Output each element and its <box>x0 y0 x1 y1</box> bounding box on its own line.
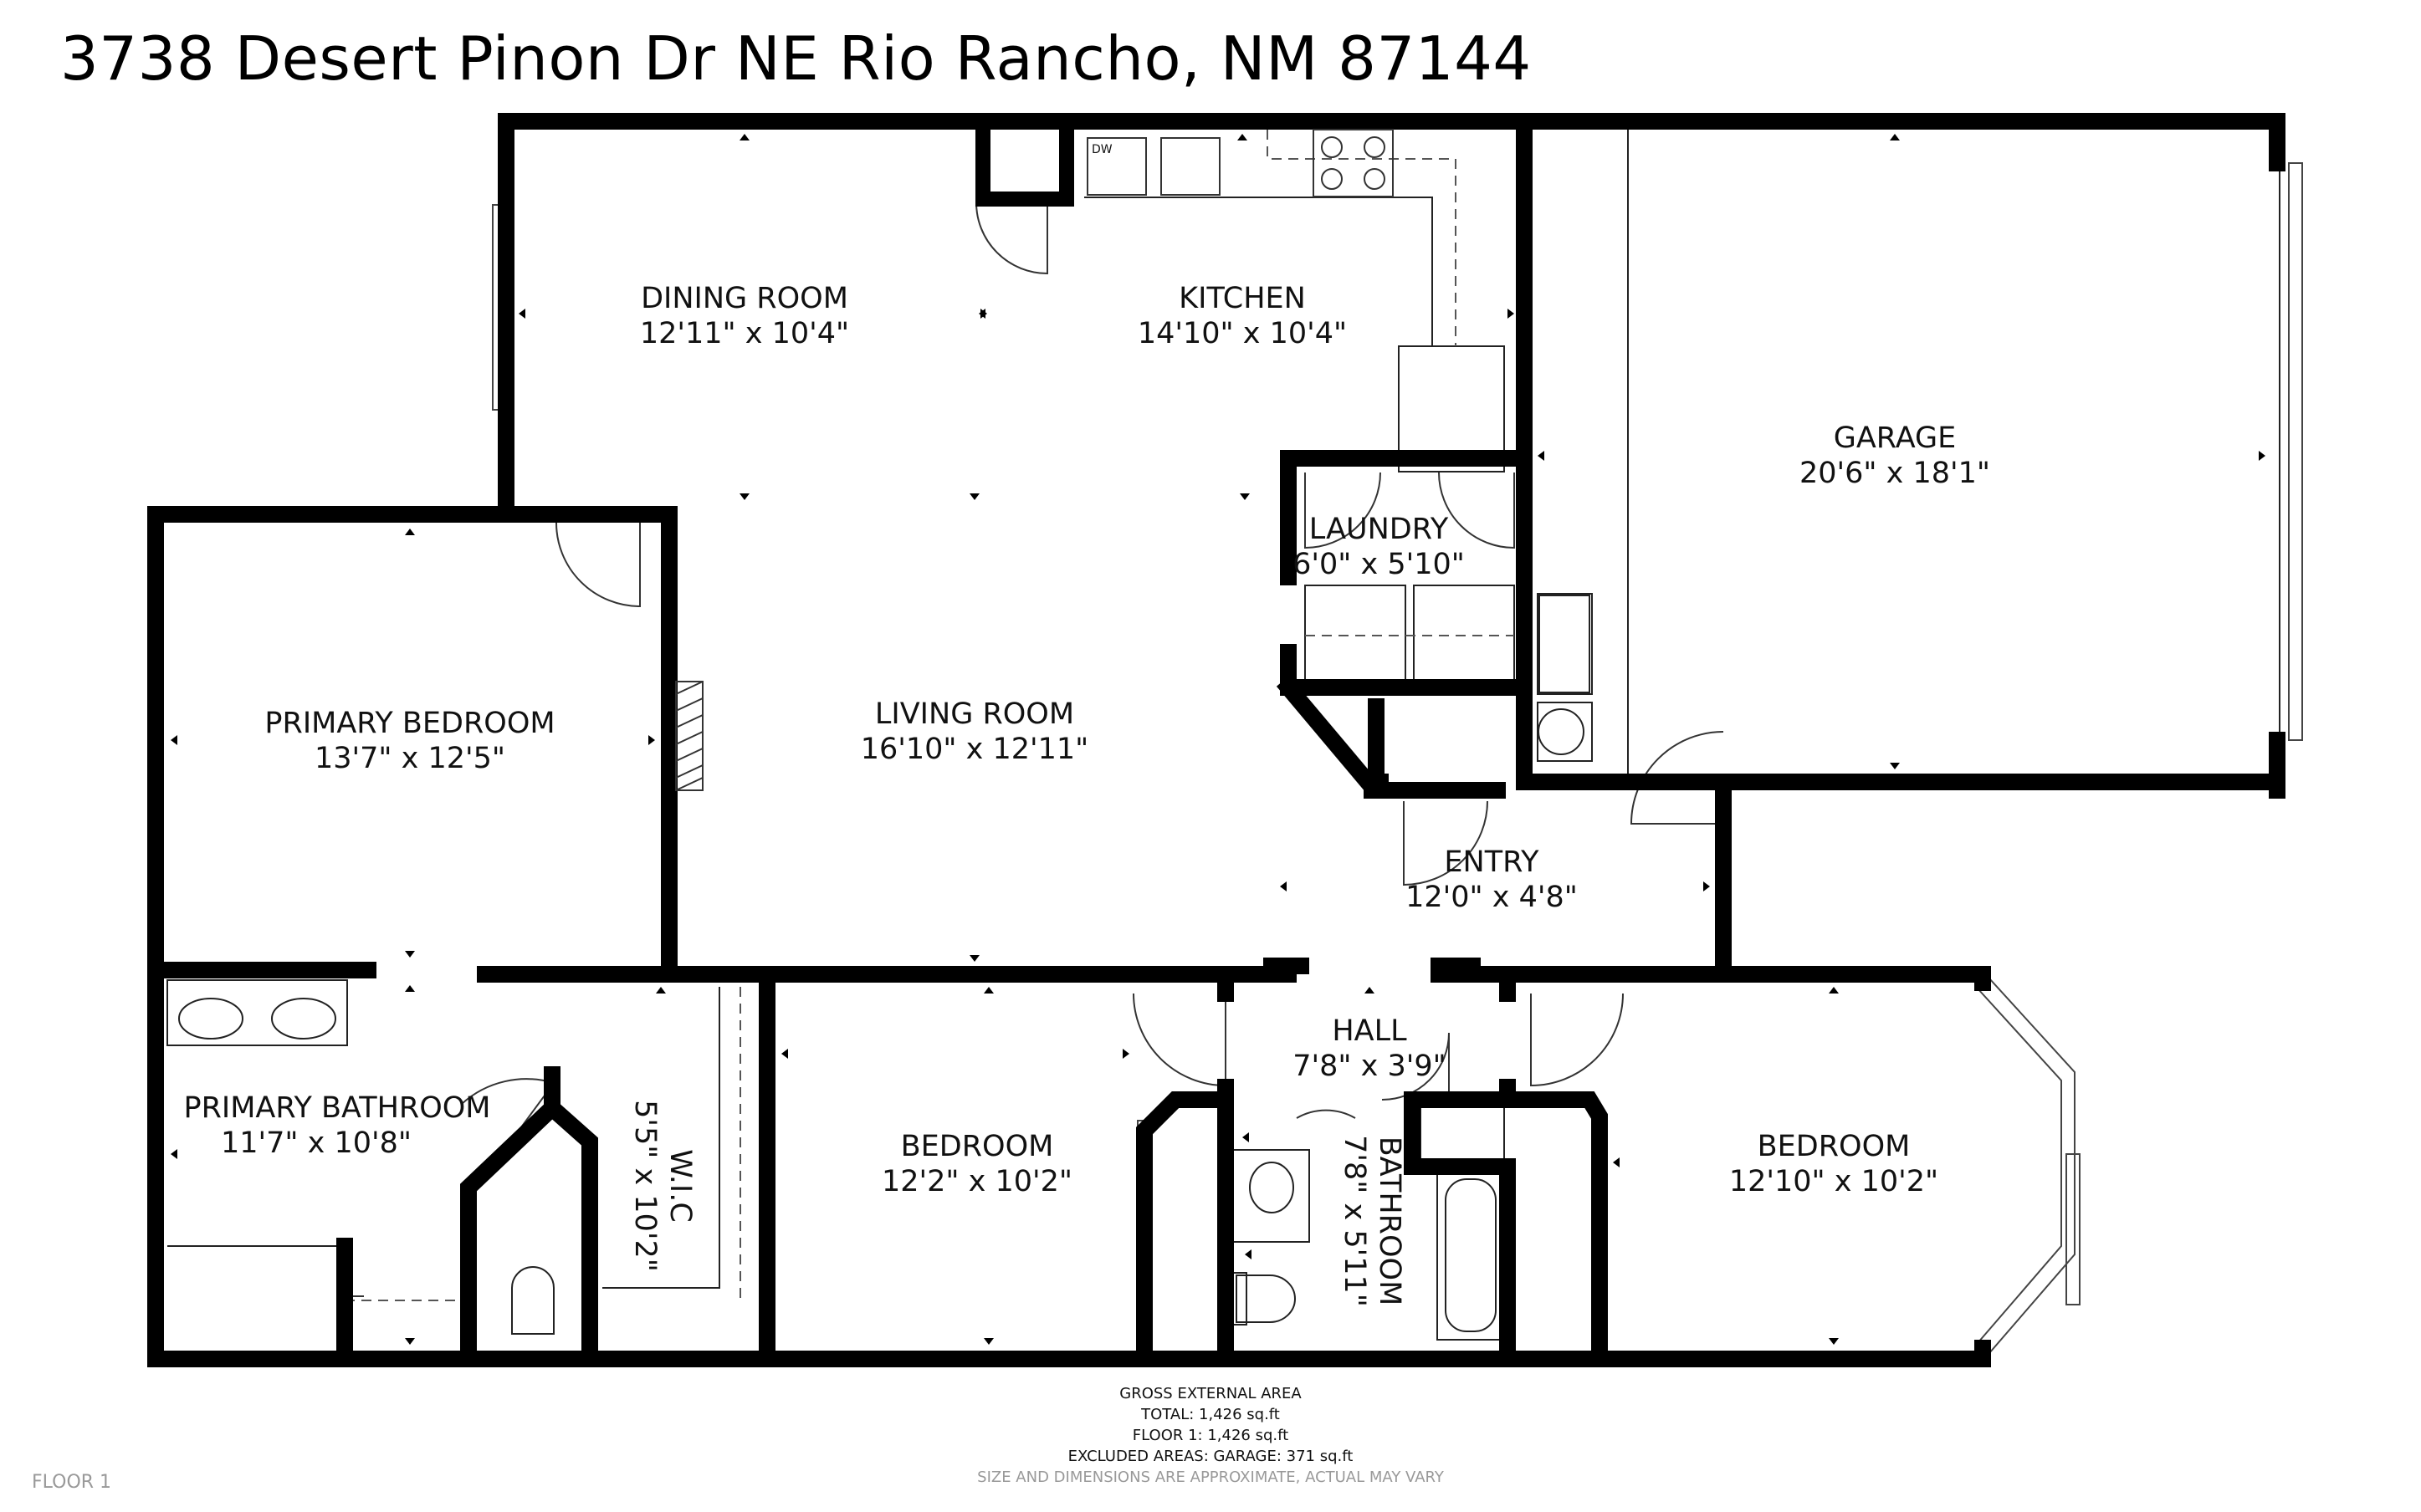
bathroom-dim: 7'8" x 5'11" <box>1338 1135 1371 1307</box>
bathroom-name: BATHROOM <box>1373 1137 1406 1306</box>
hall-name: HALL <box>1332 1014 1407 1048</box>
dishwasher-label: DW <box>1092 143 1113 156</box>
laundry-dim: 6'0" x 5'10" <box>1292 548 1465 581</box>
range: DW <box>1087 129 1394 197</box>
garage-dim: 20'6" x 18'1" <box>1799 457 1990 490</box>
floor-label: FLOOR 1 <box>32 1472 112 1493</box>
primary-bedroom-name: PRIMARY BEDROOM <box>264 707 555 740</box>
hall-dim: 7'8" x 3'9" <box>1292 1050 1446 1083</box>
living-room-dim: 16'10" x 12'11" <box>861 733 1089 766</box>
primary-bathroom-dim: 11'7" x 10'8" <box>221 1126 412 1160</box>
doors <box>339 202 1724 1297</box>
kitchen-name: KITCHEN <box>1179 282 1306 315</box>
garage-name: GARAGE <box>1834 421 1957 455</box>
bedroom-3-name: BEDROOM <box>1758 1130 1911 1163</box>
bedroom-2-dim: 12'2" x 10'2" <box>882 1165 1072 1198</box>
total-area: TOTAL: 1,426 sq.ft <box>1141 1406 1280 1423</box>
floor1-area: FLOOR 1: 1,426 sq.ft <box>1132 1427 1289 1444</box>
entry-dim: 12'0" x 4'8" <box>1405 881 1578 914</box>
bay-window <box>1977 978 2076 1354</box>
room-labels: DINING ROOM 12'11" x 10'4" KITCHEN 14'10… <box>183 282 1990 1307</box>
bedroom-3-dim: 12'10" x 10'2" <box>1729 1165 1938 1198</box>
measure-markers <box>171 134 2265 1345</box>
laundry-name: LAUNDRY <box>1309 513 1449 546</box>
wic-dim: 5'5" x 10'2" <box>628 1100 662 1272</box>
gross-area-label: GROSS EXTERNAL AREA <box>1119 1385 1302 1402</box>
excluded-areas: EXCLUDED AREAS: GARAGE: 371 sq.ft <box>1067 1448 1354 1465</box>
living-room-name: LIVING ROOM <box>875 697 1074 731</box>
kitchen-dim: 14'10" x 10'4" <box>1138 317 1347 350</box>
fixture-lines <box>166 130 2280 1342</box>
disclaimer: SIZE AND DIMENSIONS ARE APPROXIMATE, ACT… <box>977 1469 1444 1486</box>
dining-room-name: DINING ROOM <box>641 282 848 315</box>
bedroom-2-name: BEDROOM <box>901 1130 1054 1163</box>
dining-room-dim: 12'11" x 10'4" <box>640 317 849 350</box>
fireplace <box>675 681 704 791</box>
plan-title: 3738 Desert Pinon Dr NE Rio Rancho, NM 8… <box>60 23 1532 94</box>
primary-bathroom-name: PRIMARY BATHROOM <box>183 1091 490 1125</box>
walls <box>147 113 2285 1367</box>
primary-bedroom-dim: 13'7" x 12'5" <box>315 742 505 775</box>
wic-name: W.I.C <box>663 1149 697 1223</box>
entry-name: ENTRY <box>1444 845 1539 879</box>
